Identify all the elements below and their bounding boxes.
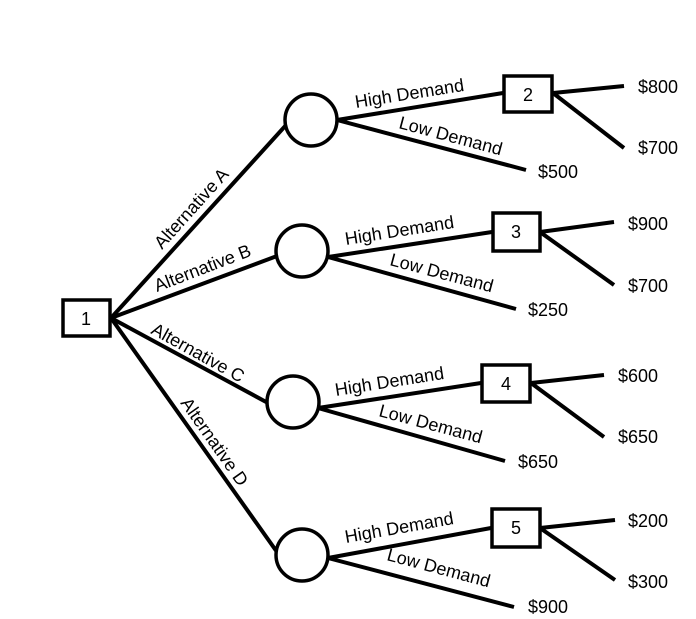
payoff-5-high: $200 <box>628 511 668 531</box>
payoff-3-low: $700 <box>628 276 668 296</box>
payoff-d-low-demand: $900 <box>528 597 568 617</box>
branch-c-low-demand <box>317 406 506 463</box>
c-high-demand-label: High Demand <box>333 363 445 400</box>
a-low-demand-label: Low Demand <box>397 113 505 160</box>
branch-4-lower <box>529 381 606 439</box>
decision-node-5 <box>490 507 542 549</box>
branch-2-upper <box>552 84 625 95</box>
alternative-c-label: Alternative C <box>148 319 248 386</box>
branch-a-low-demand <box>336 118 527 172</box>
branch-a-high-demand <box>336 91 504 122</box>
decision-node-4 <box>480 363 532 404</box>
d-high-demand-label: High Demand <box>343 508 455 547</box>
branch-2-lower <box>551 91 626 150</box>
branch-3-upper <box>539 220 615 234</box>
decision-node-5-label: 5 <box>511 518 521 538</box>
branch-alternative-b <box>110 254 278 320</box>
decision-node-4-label: 4 <box>501 374 511 394</box>
payoff-3-high: $900 <box>628 214 668 234</box>
branch-d-high-demand <box>327 526 492 560</box>
branch-4-upper <box>530 373 605 385</box>
branch-b-low-demand <box>327 255 517 311</box>
decision-node-1 <box>61 298 112 338</box>
payoff-a-low-demand: $500 <box>538 162 578 182</box>
payoff-4-high: $600 <box>618 366 658 386</box>
branch-alternative-d <box>109 316 279 554</box>
branch-d-low-demand <box>327 556 515 609</box>
chance-node-c <box>265 374 321 430</box>
payoff-4-low: $650 <box>618 427 658 447</box>
decision-node-1-label: 1 <box>81 309 91 329</box>
branch-b-high-demand <box>327 230 493 259</box>
payoff-2-low: $700 <box>638 138 678 158</box>
branch-3-lower <box>538 230 616 287</box>
b-high-demand-label: High Demand <box>343 212 455 249</box>
branch-alternative-c <box>110 316 269 405</box>
payoff-5-low: $300 <box>628 572 668 592</box>
payoff-b-low-demand: $250 <box>528 300 568 320</box>
branch-alternative-a <box>109 122 289 320</box>
chance-node-a <box>283 92 339 148</box>
chance-node-d <box>274 527 330 583</box>
branch-c-high-demand <box>317 381 482 410</box>
d-low-demand-label: Low Demand <box>385 545 493 592</box>
payoff-2-high: $800 <box>638 77 678 97</box>
branch-5-upper <box>539 518 616 530</box>
decision-node-3 <box>491 211 542 253</box>
alternative-d-label: Alternative D <box>177 394 252 490</box>
decision-node-2 <box>502 74 554 114</box>
branch-5-lower <box>538 526 617 582</box>
payoff-c-low-demand: $650 <box>518 452 558 472</box>
decision-node-3-label: 3 <box>511 222 521 242</box>
alternative-a-label: Alternative A <box>150 164 232 252</box>
decision-node-2-label: 2 <box>523 85 533 105</box>
chance-node-b <box>274 223 330 279</box>
